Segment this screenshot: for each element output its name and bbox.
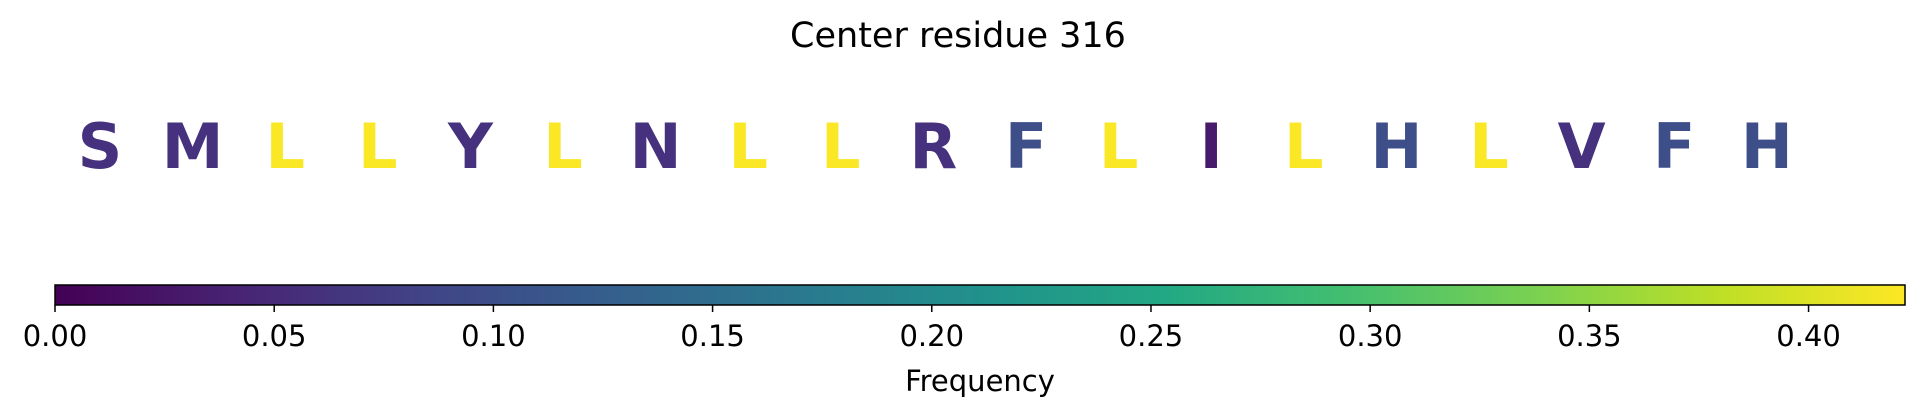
colorbar-tick-label: 0.30 (1338, 319, 1403, 353)
colorbar-tick-label: 0.25 (1119, 319, 1184, 353)
chart-title: Center residue 316 (790, 16, 1126, 56)
residue-letter: M (162, 110, 224, 183)
colorbar (54, 284, 1906, 306)
residue-letter: L (543, 110, 583, 183)
residue-letter: L (265, 110, 305, 183)
colorbar-tick-label: 0.35 (1557, 319, 1622, 353)
residue-letter: H (1741, 110, 1793, 183)
residue-letter: L (1099, 110, 1139, 183)
colorbar-tick-label: 0.40 (1776, 319, 1841, 353)
residue-letter: H (1370, 110, 1422, 183)
colorbar-label: Frequency (905, 364, 1055, 398)
colorbar-tick-label: 0.10 (461, 319, 526, 353)
colorbar-tick-label: 0.05 (242, 319, 307, 353)
residue-letter: L (1284, 110, 1324, 183)
colorbar-ticks: 0.00 0.05 0.10 0.15 0.20 0.25 0.30 0.35 0.40 (23, 305, 1841, 353)
residue-letter: I (1200, 110, 1223, 183)
colorbar-tick-label: 0.15 (680, 319, 745, 353)
residue-letter: R (910, 110, 958, 183)
residue-letter: N (630, 110, 682, 183)
colorbar-tick-label: 0.00 (23, 319, 88, 353)
residue-letter: F (1653, 110, 1695, 183)
residue-letter: L (728, 110, 768, 183)
colorbar-tick-label: 0.20 (899, 319, 964, 353)
residue-letter: S (78, 110, 123, 183)
residue-letter: F (1005, 110, 1047, 183)
residue-letter: L (1469, 110, 1509, 183)
residue-letter: Y (447, 110, 494, 183)
residue-letter: L (821, 110, 861, 183)
residue-letter: L (358, 110, 398, 183)
residue-letter: V (1558, 110, 1606, 183)
